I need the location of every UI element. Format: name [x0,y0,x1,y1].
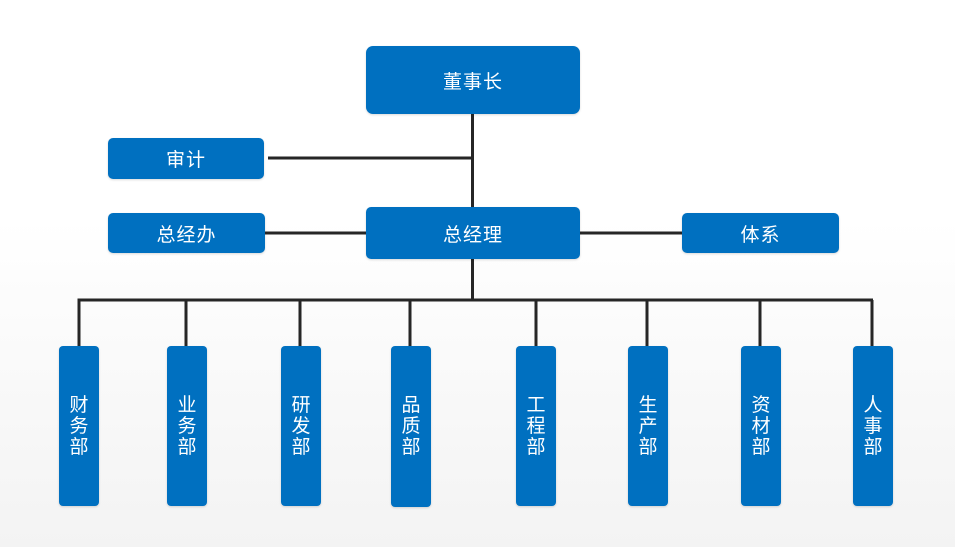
chairman-box: 董事长 [366,46,580,114]
department-box-materials: 资材部 [741,346,781,506]
audit-label: 审计 [165,149,206,171]
department-box-business: 业务部 [167,346,207,506]
department-label: 资材部 [751,393,771,458]
department-label: 财务部 [69,393,89,458]
department-label: 生产部 [638,393,658,458]
system-box: 体系 [682,213,839,253]
general-manager-label: 总经理 [442,223,503,246]
department-label: 业务部 [177,393,197,458]
general-office-box: 总经办 [108,213,265,253]
general-office-label: 总经办 [156,223,217,246]
department-label: 品质部 [401,394,421,458]
department-box-hr: 人事部 [853,346,893,506]
department-label: 工程部 [526,393,546,458]
department-box-production: 生产部 [628,346,668,506]
department-box-finance: 财务部 [59,346,99,506]
department-label: 人事部 [863,393,883,458]
department-label: 研发部 [291,393,311,458]
department-box-rnd: 研发部 [281,346,321,506]
audit-box: 审计 [108,138,264,179]
system-label: 体系 [740,223,781,246]
chairman-label: 董事长 [442,70,503,93]
department-box-quality: 品质部 [391,346,431,507]
department-box-engineering: 工程部 [516,346,556,506]
general-manager-box: 总经理 [366,207,580,259]
